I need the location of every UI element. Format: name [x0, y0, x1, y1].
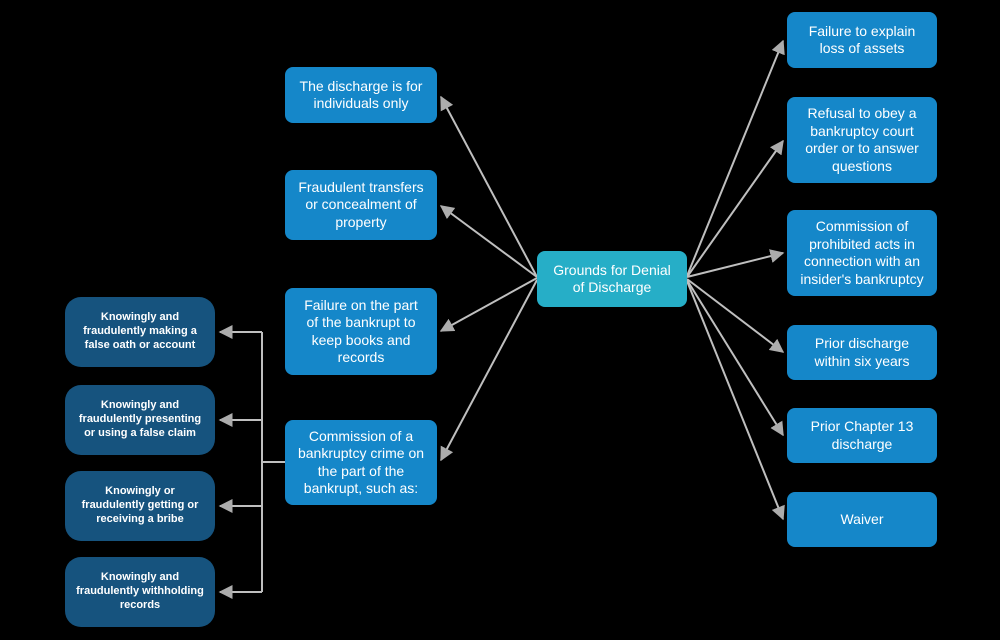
- node-failure-keep-books: Failure on the part of the bankrupt to k…: [285, 288, 437, 375]
- node-center-grounds-for-denial: Grounds for Denial of Discharge: [537, 251, 687, 307]
- node-prohibited-acts-insider: Commission of prohibited acts in connect…: [787, 210, 937, 296]
- node-refusal-obey-court-order: Refusal to obey a bankruptcy court order…: [787, 97, 937, 183]
- node-prior-chapter-13-discharge: Prior Chapter 13 discharge: [787, 408, 937, 463]
- node-label: Knowingly and fraudulently presenting or…: [78, 399, 202, 439]
- connector-center-to-right-group: [686, 39, 785, 521]
- node-prior-discharge-six-years: Prior discharge within six years: [787, 325, 937, 380]
- node-discharge-individuals-only: The discharge is for individuals only: [285, 67, 437, 123]
- node-label: The discharge is for individuals only: [299, 77, 423, 112]
- connector-center-left-1: [439, 205, 538, 278]
- node-label: Waiver: [840, 510, 884, 527]
- connector-center-right-4: [686, 279, 784, 437]
- node-receiving-a-bribe: Knowingly or fraudulently getting or rec…: [65, 471, 215, 541]
- connector-center-to-left-group: [439, 95, 538, 462]
- node-label: Knowingly and fraudulently making a fals…: [83, 311, 197, 351]
- node-label: Prior Chapter 13 discharge: [810, 418, 914, 452]
- node-commission-bankruptcy-crime: Commission of a bankruptcy crime on the …: [285, 420, 437, 505]
- node-waiver: Waiver: [787, 492, 937, 547]
- node-label: Commission of a bankruptcy crime on the …: [297, 427, 425, 497]
- connector-center-left-3: [440, 279, 538, 462]
- connector-center-right-5: [686, 280, 785, 521]
- node-label: Failure on the part of the bankrupt to k…: [304, 296, 418, 366]
- connector-tree-group: [218, 325, 285, 599]
- connector-center-right-2: [686, 249, 785, 278]
- connector-center-right-3: [686, 278, 785, 353]
- node-withholding-records: Knowingly and fraudulently withholding r…: [65, 557, 215, 627]
- connector-center-left-0: [440, 95, 538, 278]
- connector-center-right-1: [686, 139, 784, 278]
- node-failure-explain-loss: Failure to explain loss of assets: [787, 12, 937, 68]
- node-label: Fraudulent transfers or concealment of p…: [298, 178, 424, 230]
- node-label: Prior discharge within six years: [814, 335, 910, 369]
- node-false-claim: Knowingly and fraudulently presenting or…: [65, 385, 215, 455]
- node-label: Failure to explain loss of assets: [808, 22, 916, 57]
- connector-center-right-0: [686, 39, 785, 277]
- node-label: Knowingly and fraudulently withholding r…: [76, 571, 204, 611]
- node-label: Knowingly or fraudulently getting or rec…: [81, 485, 199, 525]
- node-label: Grounds for Denial of Discharge: [553, 261, 671, 296]
- connector-center-left-2: [439, 277, 538, 332]
- node-false-oath-or-account: Knowingly and fraudulently making a fals…: [65, 297, 215, 367]
- node-label: Commission of prohibited acts in connect…: [800, 218, 924, 287]
- node-label: Refusal to obey a bankruptcy court order…: [805, 105, 919, 174]
- node-fraudulent-transfers: Fraudulent transfers or concealment of p…: [285, 170, 437, 240]
